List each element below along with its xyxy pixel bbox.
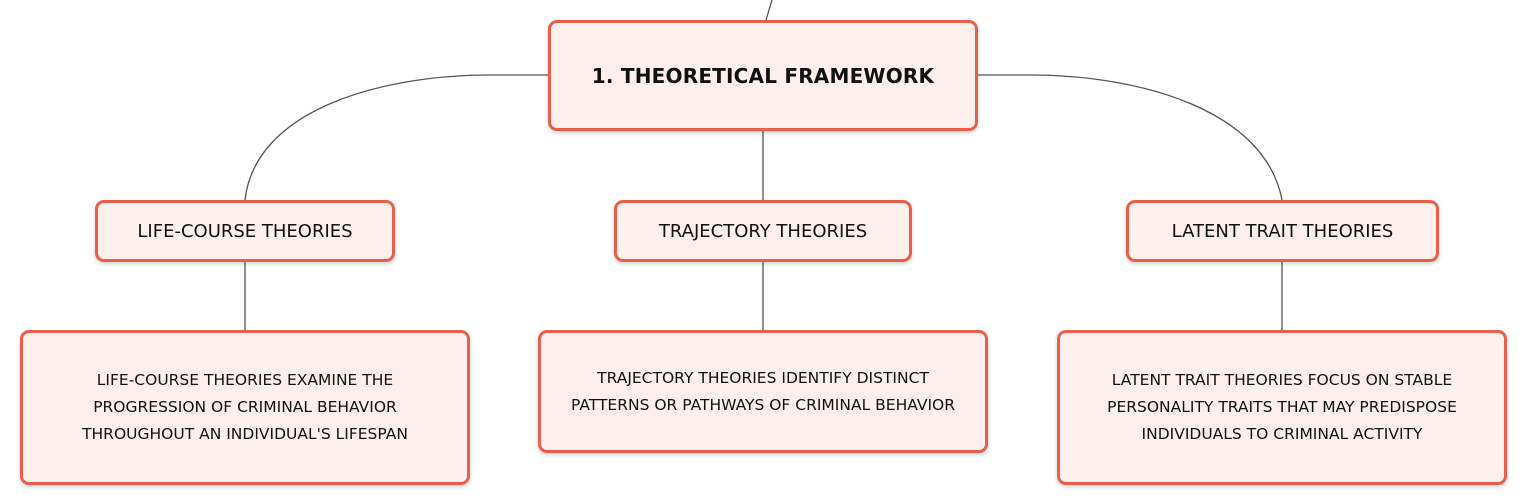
topic-node-label: LATENT TRAIT THEORIES [1171, 220, 1394, 242]
detail-node-trajectory[interactable]: TRAJECTORY THEORIES IDENTIFY DISTINCT PA… [538, 330, 988, 453]
root-node-label: 1. THEORETICAL FRAMEWORK [591, 63, 935, 88]
detail-node-label: LATENT TRAIT THEORIES FOCUS ON STABLE PE… [1107, 371, 1457, 443]
topic-node-latent-trait[interactable]: LATENT TRAIT THEORIES [1126, 200, 1439, 262]
detail-node-life-course[interactable]: LIFE-COURSE THEORIES EXAMINE THE PROGRES… [20, 330, 470, 485]
topic-node-label: TRAJECTORY THEORIES [658, 220, 868, 242]
detail-node-label: LIFE-COURSE THEORIES EXAMINE THE PROGRES… [82, 371, 408, 443]
connector-root-to-latent-trait [978, 74, 1283, 201]
connector-root-to-life-course [244, 74, 548, 201]
detail-node-label: TRAJECTORY THEORIES IDENTIFY DISTINCT PA… [571, 368, 955, 414]
topic-node-label: LIFE-COURSE THEORIES [137, 220, 353, 242]
topic-node-trajectory[interactable]: TRAJECTORY THEORIES [614, 200, 912, 262]
root-node[interactable]: 1. THEORETICAL FRAMEWORK [548, 20, 978, 131]
topic-node-life-course[interactable]: LIFE-COURSE THEORIES [95, 200, 395, 262]
connector-parent-to-root [765, 0, 773, 21]
detail-node-latent-trait[interactable]: LATENT TRAIT THEORIES FOCUS ON STABLE PE… [1057, 330, 1507, 485]
